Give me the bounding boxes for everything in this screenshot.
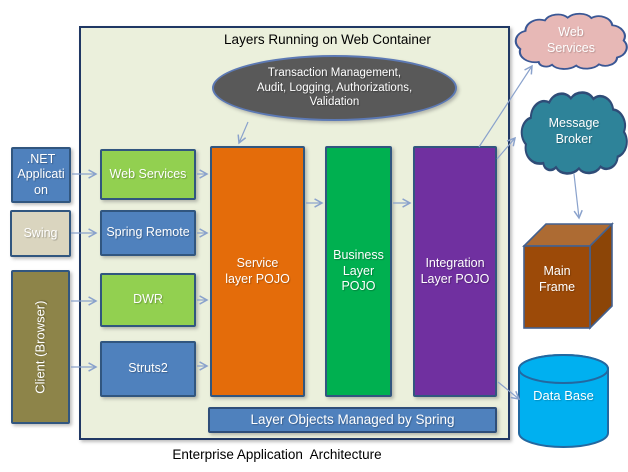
spring-managed-bar: Layer Objects Managed by Spring [208, 407, 497, 433]
mainframe-box: Main Frame [524, 250, 590, 310]
container-title: Layers Running on Web Container [224, 32, 431, 47]
client-swing-label: Swing [23, 225, 58, 240]
layer-integration-pojo-label: Integration Layer POJO [420, 255, 490, 286]
client-swing-box: Swing [10, 210, 71, 257]
client-dotnet-box: .NET Application [11, 147, 71, 203]
adapter-struts2-label: Struts2 [128, 361, 168, 376]
client-browser-label: Client (Browser) [32, 300, 48, 394]
adapter-dwr-label: DWR [133, 292, 163, 307]
adapter-web-services-label: Web Services [109, 166, 187, 181]
web-services-cloud: Web Services [514, 14, 628, 68]
adapter-spring-remote-box: Spring Remote [100, 210, 196, 256]
adapter-struts2-box: Struts2 [100, 341, 196, 397]
mainframe-label: Main Frame [538, 264, 576, 294]
crosscutting-ellipse: Transaction Management, Audit, Logging, … [212, 55, 457, 121]
message-broker-cloud: Message Broker [520, 92, 628, 172]
database-cylinder-shape [518, 354, 609, 448]
adapter-spring-remote-label: Spring Remote [106, 225, 190, 240]
client-browser-box: Client (Browser) [11, 270, 70, 424]
adapter-web-services-box: Web Services [100, 149, 196, 200]
client-dotnet-label: .NET Application [17, 151, 65, 197]
layer-service-pojo-box: Service layer POJO [210, 146, 305, 397]
message-broker-cloud-label: Message Broker [548, 116, 600, 146]
database-cylinder: Data Base [517, 384, 610, 408]
adapter-dwr-box: DWR [100, 273, 196, 327]
web-services-cloud-shape [514, 12, 628, 70]
diagram-caption: Enterprise Application Architecture [172, 447, 382, 462]
web-services-cloud-label: Web Services [547, 25, 595, 55]
spring-managed-bar-label: Layer Objects Managed by Spring [250, 411, 455, 427]
arrow-messagebroker-to-mainframe [573, 173, 583, 220]
layer-business-pojo-box: Business Layer POJO [325, 146, 392, 397]
database-label: Data Base [533, 387, 594, 403]
layer-business-pojo-label: Business Layer POJO [333, 248, 384, 294]
layer-service-pojo-label: Service layer POJO [225, 255, 290, 286]
mainframe-cube-shape [522, 222, 614, 330]
layer-integration-pojo-box: Integration Layer POJO [413, 146, 497, 397]
